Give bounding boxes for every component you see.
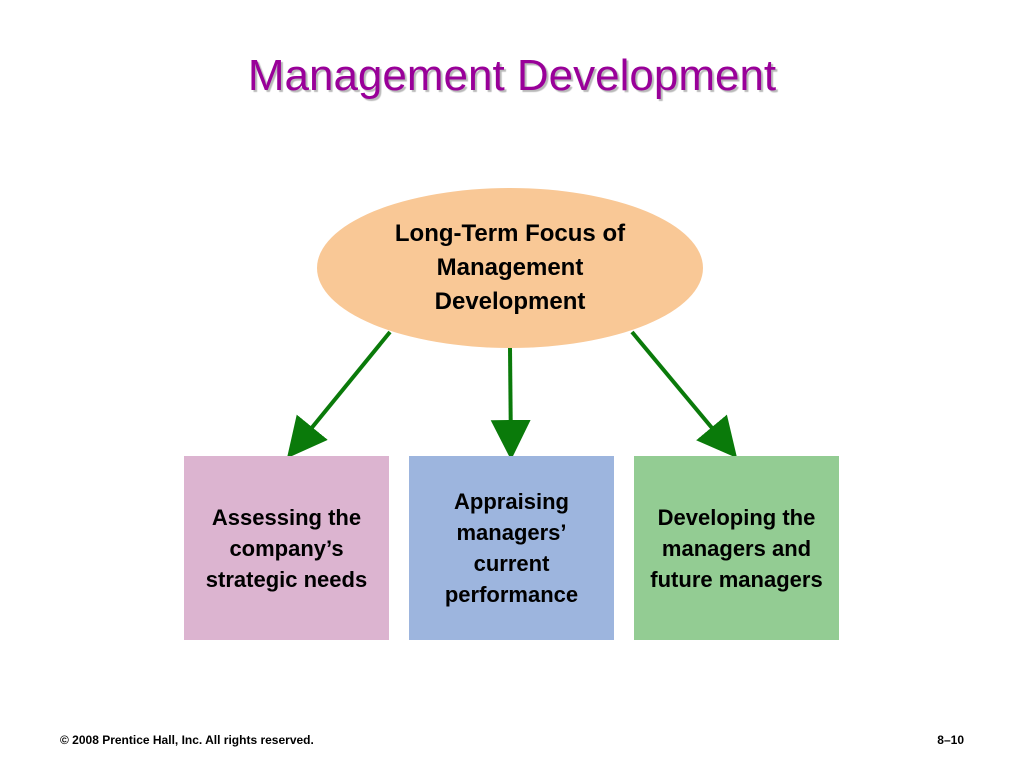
arrow-to-assessing — [286, 330, 392, 459]
slide-title: Management Development — [247, 51, 777, 100]
footer-page-number: 8–10 — [937, 733, 964, 747]
box-appraising-performance: Appraising managers’ current performance — [409, 456, 614, 640]
footer-copyright: © 2008 Prentice Hall, Inc. All rights re… — [60, 733, 314, 747]
box-assessing-strategic-needs: Assessing the company’s strategic needs — [184, 456, 389, 640]
arrow-to-appraising — [490, 347, 531, 460]
center-ellipse: Long-Term Focus of Management Developmen… — [317, 188, 703, 348]
center-ellipse-label: Long-Term Focus of Management Developmen… — [394, 220, 626, 315]
box-assessing-label: Assessing the company’s strategic needs — [205, 504, 368, 592]
box-appraising-label: Appraising managers’ current performance — [444, 489, 579, 607]
arrow-to-developing — [630, 330, 738, 459]
box-developing-label: Developing the managers and future manag… — [650, 504, 823, 592]
box-developing-managers: Developing the managers and future manag… — [634, 456, 839, 640]
